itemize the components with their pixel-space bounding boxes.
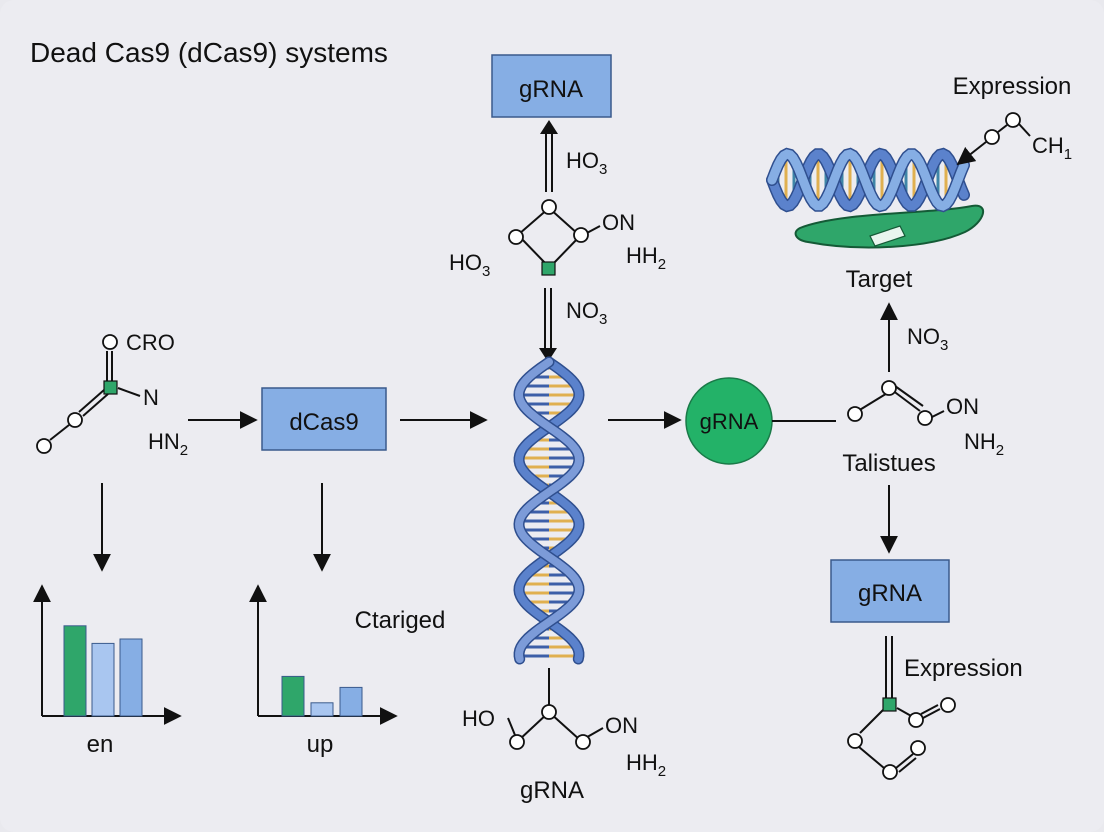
atom xyxy=(881,380,897,396)
green-node xyxy=(541,261,556,276)
label-cro: CRO xyxy=(126,330,175,355)
bond xyxy=(920,704,939,715)
atom xyxy=(910,740,926,756)
bond xyxy=(859,709,884,734)
atom xyxy=(847,406,863,422)
dcas9-box xyxy=(261,387,387,451)
double-arrow-up-head xyxy=(540,120,558,134)
atom xyxy=(36,438,52,454)
grna-right-box xyxy=(830,559,950,623)
atom xyxy=(882,764,898,780)
double-arrow-down-head xyxy=(539,348,557,362)
target-ribbon-helix xyxy=(766,147,984,249)
grna-top-label: gRNA xyxy=(519,76,583,103)
label-hh2-top: HH2 xyxy=(626,243,666,273)
helix-strand xyxy=(514,358,584,663)
label-ch1: CH1 xyxy=(1032,133,1072,163)
chart-x-label: up xyxy=(307,731,334,758)
bond xyxy=(922,708,941,719)
label-ho3-upper: HO3 xyxy=(566,148,607,178)
green-node xyxy=(103,380,118,395)
atom xyxy=(908,712,924,728)
label-no3-mid: NO3 xyxy=(566,298,607,328)
atom xyxy=(917,410,933,426)
green-band xyxy=(794,204,984,249)
label-no3-right: NO3 xyxy=(907,324,948,354)
green-node xyxy=(882,697,897,712)
label-hn2: HN2 xyxy=(148,429,188,459)
bond xyxy=(1018,123,1031,137)
atom xyxy=(1005,112,1021,128)
bond xyxy=(117,387,141,397)
diagram-title: Dead Cas9 (dCas9) systems xyxy=(30,37,388,68)
grna-right-label: gRNA xyxy=(858,580,922,607)
label-talistues: Talistues xyxy=(842,450,935,477)
bond xyxy=(49,424,70,441)
label-ho3-left: HO3 xyxy=(449,250,490,280)
label-ctariged: Ctariged xyxy=(355,607,446,634)
label-expression-top: Expression xyxy=(953,73,1072,100)
atom xyxy=(984,129,1000,145)
bond xyxy=(858,746,885,769)
grna-top-box xyxy=(491,54,612,118)
label-grna-bottom: gRNA xyxy=(520,777,584,804)
bond xyxy=(895,753,914,769)
chart-bar xyxy=(281,675,305,717)
atom xyxy=(573,227,589,243)
chart-x-label: en xyxy=(87,731,114,758)
label-nh2-right: NH2 xyxy=(964,429,1004,459)
dcas9-label: dCas9 xyxy=(289,409,358,436)
label-on-top: ON xyxy=(602,210,635,235)
bond xyxy=(518,235,548,266)
atom xyxy=(508,229,524,245)
bond xyxy=(549,712,581,741)
bar-chart-up: up xyxy=(249,584,398,758)
atom xyxy=(102,334,118,350)
chart-bar xyxy=(63,625,87,717)
dna-double-helix xyxy=(513,356,585,665)
atom xyxy=(541,199,557,215)
label-expression-bottom: Expression xyxy=(904,655,1023,682)
chart-bar xyxy=(119,638,143,717)
chart-bar xyxy=(310,702,334,717)
helix-strand xyxy=(514,358,584,663)
bond xyxy=(894,385,924,407)
bond xyxy=(891,389,921,412)
bond xyxy=(857,391,890,412)
atom xyxy=(509,734,525,750)
bond xyxy=(997,124,1008,133)
grna-circle-label: gRNA xyxy=(700,409,759,434)
atom xyxy=(67,412,83,428)
label-target: Target xyxy=(846,266,913,293)
label-ho-bottom: HO xyxy=(462,706,495,731)
bar-chart-en: en xyxy=(33,584,182,758)
green-band-notch xyxy=(869,225,906,247)
label-hh2-bottom: HH2 xyxy=(626,750,666,780)
bond xyxy=(82,393,109,417)
label-on-bottom: ON xyxy=(605,713,638,738)
bond xyxy=(78,389,105,413)
bond xyxy=(518,712,549,741)
chart-bar xyxy=(339,686,363,717)
arrow-to-ribbon xyxy=(956,141,987,166)
bond xyxy=(551,235,581,266)
atom xyxy=(940,697,956,713)
chart-bar xyxy=(91,642,115,717)
atom xyxy=(541,704,557,720)
label-n-left: N xyxy=(143,385,159,410)
bond xyxy=(898,757,917,773)
atom xyxy=(575,734,591,750)
atom xyxy=(847,733,863,749)
label-on-right: ON xyxy=(946,394,979,419)
ribbon-strand xyxy=(767,149,969,211)
